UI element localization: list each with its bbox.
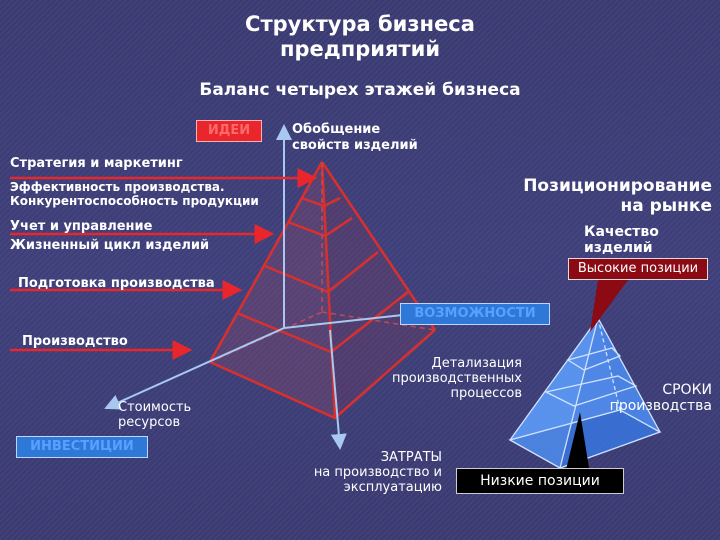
lifecycle-label: Жизненный цикл изделий: [10, 238, 210, 253]
expenses-line-1: ЗАТРАТЫ: [380, 450, 442, 465]
detail-line-2: производственных: [391, 371, 522, 386]
high-positions-pointer: [590, 280, 628, 332]
detail-label: Детализация производственных процессов: [362, 356, 522, 401]
accounting-label: Учет и управление: [10, 219, 153, 234]
expenses-label: ЗАТРАТЫ на производство и эксплуатацию: [280, 450, 442, 495]
strategy-label: Стратегия и маркетинг: [10, 156, 183, 171]
terms-line-1: СРОКИ: [662, 382, 712, 398]
detail-line-1: Детализация: [431, 356, 522, 371]
subtitle: Баланс четырех этажей бизнеса: [199, 80, 521, 100]
investments-box: ИНВЕСТИЦИИ: [16, 436, 148, 458]
positioning-line-1: Позиционирование: [523, 176, 712, 196]
expenses-line-2: на производство и: [313, 465, 442, 480]
generalization-line-2: свойств изделий: [292, 138, 418, 153]
positioning-line-2: на рынке: [620, 196, 713, 216]
quality-line-2: изделий: [584, 240, 653, 256]
title-line-2: предприятий: [279, 37, 441, 61]
efficiency-label: Эффективность производства.: [10, 180, 225, 194]
generalization-label: Обобщение свойств изделий: [292, 122, 418, 154]
cost-label: Стоимость ресурсов: [118, 400, 191, 430]
opportunities-box: ВОЗМОЖНОСТИ: [400, 303, 550, 325]
production-label: Производство: [22, 334, 128, 349]
high-positions-box: Высокие позиции: [568, 258, 708, 280]
cost-line-1: Стоимость: [118, 400, 192, 415]
cost-line-2: ресурсов: [118, 415, 181, 430]
page-title: Структура бизнеса предприятий: [0, 12, 720, 62]
ideas-box: ИДЕИ: [196, 120, 262, 142]
terms-label: СРОКИ производства: [610, 382, 712, 414]
detail-line-3: процессов: [450, 386, 522, 401]
competitiveness-label: Конкурентоспособность продукции: [10, 194, 259, 208]
quality-line-1: Качество: [584, 224, 659, 240]
generalization-line-1: Обобщение: [292, 122, 381, 137]
red-pyramid: [208, 161, 437, 420]
low-positions-box: Низкие позиции: [456, 468, 624, 494]
quality-label: Качество изделий: [584, 224, 659, 256]
low-positions-pointer: [565, 412, 590, 474]
expenses-line-3: эксплуатацию: [343, 480, 442, 495]
title-line-1: Структура бизнеса: [245, 12, 475, 36]
positioning-label: Позиционирование на рынке: [523, 176, 712, 216]
red-arrows: [10, 168, 318, 360]
blue-pyramid: [508, 317, 662, 469]
terms-line-2: производства: [609, 398, 712, 414]
preparation-label: Подготовка производства: [18, 276, 215, 291]
